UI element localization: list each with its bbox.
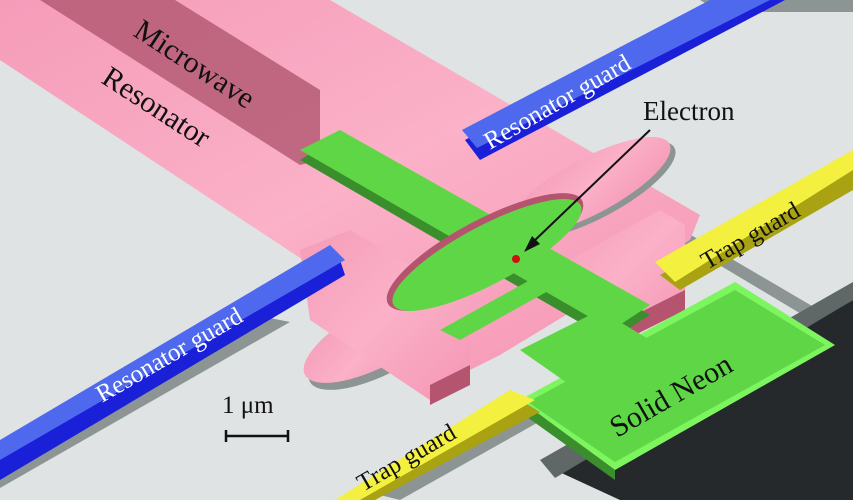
electron-dot xyxy=(512,255,520,263)
scale-bar xyxy=(224,430,290,442)
trap-guard-bottom xyxy=(335,390,540,500)
resonator-guard-bottom xyxy=(0,245,345,480)
label-electron: Electron xyxy=(643,96,735,126)
trap-guard-right xyxy=(655,150,853,290)
label-scale-bar: 1 μm xyxy=(222,392,274,419)
electron-arrow xyxy=(524,129,651,252)
resonator-guard-top xyxy=(462,0,785,160)
solid-neon-layer xyxy=(300,130,835,480)
